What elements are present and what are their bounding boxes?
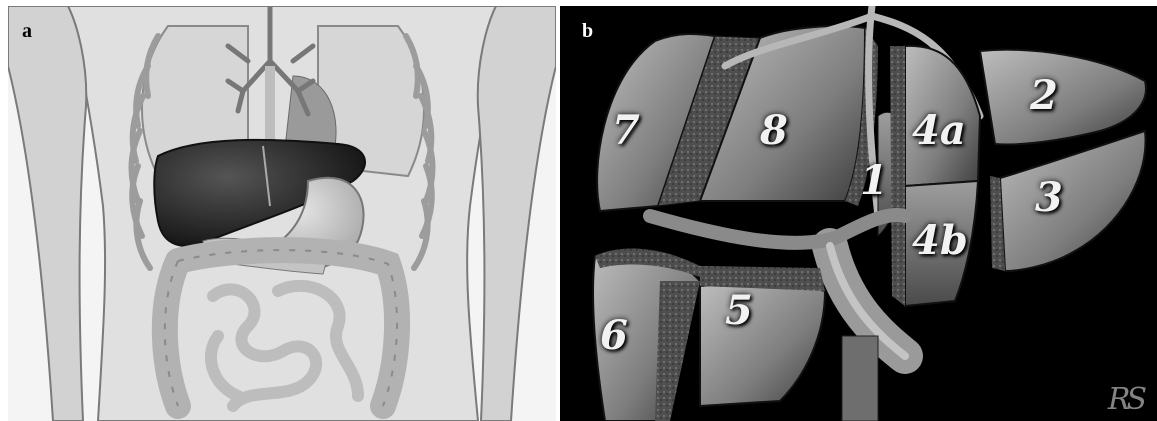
segment-label-1: 1 [860,161,888,201]
segment-label-3: 3 [1035,178,1063,218]
segment-2-shape [980,50,1146,145]
segment-4-cut [890,46,905,306]
segment-label-7: 7 [612,111,640,151]
inferior-vena-cava [842,336,878,421]
segment-label-8: 8 [760,111,788,151]
left-arm [8,6,86,421]
segment-label-4a: 4a [912,111,966,151]
segment-3-shape [1000,131,1146,271]
right-arm [478,6,556,421]
panel-b-liver-segments: b 7 8 1 4a 2 3 4b 6 5 RS [560,6,1157,421]
segment-6-side-cut [655,281,700,421]
segment-label-5: 5 [725,291,753,331]
segment-5-shape [700,284,825,406]
torso-svg [8,6,556,421]
panel-a-label: a [22,20,32,43]
artist-signature: RS [1108,382,1143,417]
liver-segments-svg [560,6,1157,421]
panel-a-torso-illustration: a [8,6,556,421]
segment-label-6: 6 [600,316,628,356]
segment-label-2: 2 [1030,76,1058,116]
segment-label-4b: 4b [912,221,968,261]
panel-b-label: b [582,20,593,43]
